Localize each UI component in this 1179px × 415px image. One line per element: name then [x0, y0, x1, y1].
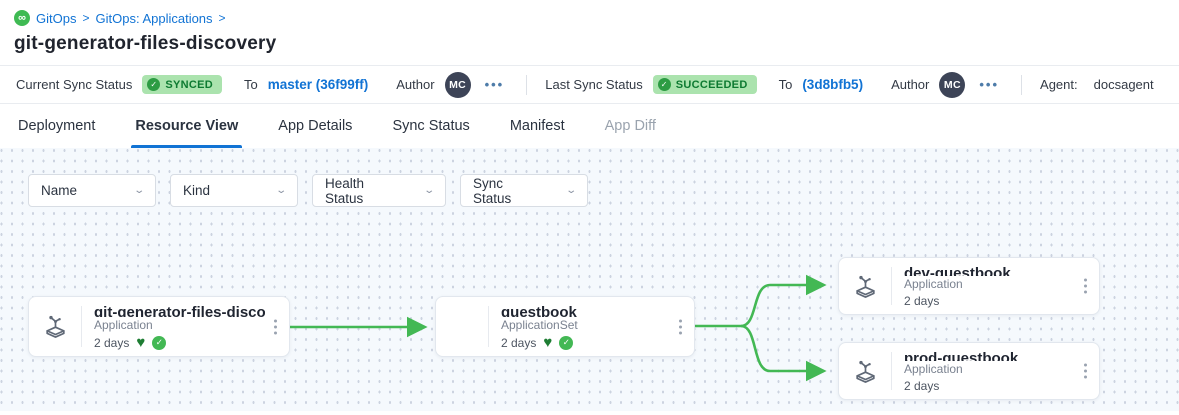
node-kind: Application [904, 362, 1075, 376]
sync-check-icon: ✓ [559, 336, 573, 350]
filter-health-status-label: Health Status [325, 176, 399, 206]
filter-sync-status-label: Sync Status [473, 176, 541, 206]
check-icon: ✓ [658, 78, 671, 91]
node-kind: ApplicationSet [501, 318, 670, 332]
node-git-generator-files-discovery[interactable]: git-generator-files-disco... Application… [28, 296, 290, 357]
node-content: git-generator-files-disco... Application… [82, 297, 289, 356]
node-kind: Application [904, 277, 1075, 291]
application-icon [839, 343, 891, 399]
tab-sync-status[interactable]: Sync Status [392, 104, 469, 148]
node-menu-button[interactable] [271, 316, 280, 337]
filter-name-label: Name [41, 183, 77, 198]
current-commit-link[interactable]: master (36f99ff) [268, 77, 369, 92]
gitops-logo-icon: ∞ [14, 10, 30, 26]
tab-bar: Deployment Resource View App Details Syn… [0, 104, 1179, 148]
divider [1021, 75, 1022, 95]
sync-check-icon: ✓ [152, 336, 166, 350]
current-more-button[interactable]: ••• [481, 77, 509, 92]
current-author-avatar[interactable]: MC [445, 72, 471, 98]
filter-kind-dropdown[interactable]: Kind ⌄ [170, 174, 298, 207]
succeeded-badge: ✓ SUCCEEDED [653, 75, 757, 94]
node-age: 2 days [501, 336, 536, 350]
synced-badge-label: SYNCED [165, 79, 213, 91]
tab-app-details[interactable]: App Details [278, 104, 352, 148]
page-header: ∞ GitOps > GitOps: Applications > git-ge… [0, 0, 1179, 55]
agent-label: Agent: [1040, 77, 1078, 92]
node-kind: Application [94, 318, 265, 332]
applicationset-icon-placeholder [436, 297, 488, 356]
node-title: guestbook [501, 304, 670, 317]
node-title: prod-guestbook [904, 350, 1075, 361]
tab-app-diff: App Diff [605, 104, 656, 148]
divider [526, 75, 527, 95]
succeeded-badge-label: SUCCEEDED [676, 79, 748, 91]
resource-graph-canvas[interactable]: Name ⌄ Kind ⌄ Health Status ⌄ Sync Statu… [0, 148, 1179, 411]
filter-health-status-dropdown[interactable]: Health Status ⌄ [312, 174, 446, 207]
breadcrumb: ∞ GitOps > GitOps: Applications > [14, 10, 1179, 26]
breadcrumb-separator: > [219, 11, 226, 25]
last-sync-status-label: Last Sync Status [545, 77, 643, 92]
chevron-down-icon: ⌄ [133, 185, 145, 196]
chevron-down-icon: ⌄ [423, 185, 435, 196]
application-icon [839, 258, 891, 314]
node-age: 2 days [904, 294, 939, 308]
current-sync-status-label: Current Sync Status [16, 77, 132, 92]
node-prod-guestbook[interactable]: prod-guestbook Application 2 days [838, 342, 1100, 400]
node-age: 2 days [904, 379, 939, 393]
node-title: dev-guestbook [904, 265, 1075, 276]
health-heart-icon: ♥ [136, 335, 145, 350]
last-author-avatar[interactable]: MC [939, 72, 965, 98]
node-content: prod-guestbook Application 2 days [892, 343, 1099, 399]
last-commit-link[interactable]: (3d8bfb5) [802, 77, 863, 92]
filter-sync-status-dropdown[interactable]: Sync Status ⌄ [460, 174, 588, 207]
node-content: guestbook ApplicationSet 2 days ♥ ✓ [489, 297, 694, 356]
check-icon: ✓ [147, 78, 160, 91]
filter-kind-label: Kind [183, 183, 210, 198]
node-guestbook[interactable]: guestbook ApplicationSet 2 days ♥ ✓ [435, 296, 695, 357]
chevron-down-icon: ⌄ [275, 185, 287, 196]
last-to-label: To [779, 77, 793, 92]
tab-manifest[interactable]: Manifest [510, 104, 565, 148]
page-title: git-generator-files-discovery [14, 33, 1179, 55]
last-author-label: Author [891, 77, 929, 92]
breadcrumb-applications[interactable]: GitOps: Applications [95, 11, 212, 26]
status-bar: Current Sync Status ✓ SYNCED To master (… [0, 65, 1179, 104]
tab-deployment[interactable]: Deployment [18, 104, 95, 148]
node-content: dev-guestbook Application 2 days [892, 258, 1099, 314]
chevron-down-icon: ⌄ [565, 185, 577, 196]
tab-resource-view[interactable]: Resource View [135, 104, 238, 148]
filter-bar: Name ⌄ Kind ⌄ Health Status ⌄ Sync Statu… [28, 174, 588, 207]
breadcrumb-gitops[interactable]: GitOps [36, 11, 76, 26]
breadcrumb-separator: > [82, 11, 89, 25]
node-menu-button[interactable] [676, 316, 685, 337]
node-dev-guestbook[interactable]: dev-guestbook Application 2 days [838, 257, 1100, 315]
application-icon [29, 297, 81, 356]
last-more-button[interactable]: ••• [975, 77, 1003, 92]
health-heart-icon: ♥ [543, 335, 552, 350]
node-menu-button[interactable] [1081, 276, 1090, 297]
node-title: git-generator-files-disco... [94, 304, 265, 317]
filter-name-dropdown[interactable]: Name ⌄ [28, 174, 156, 207]
node-age: 2 days [94, 336, 129, 350]
agent-value: docsagent [1094, 77, 1154, 92]
current-to-label: To [244, 77, 258, 92]
synced-badge: ✓ SYNCED [142, 75, 222, 94]
current-author-label: Author [396, 77, 434, 92]
node-menu-button[interactable] [1081, 361, 1090, 382]
